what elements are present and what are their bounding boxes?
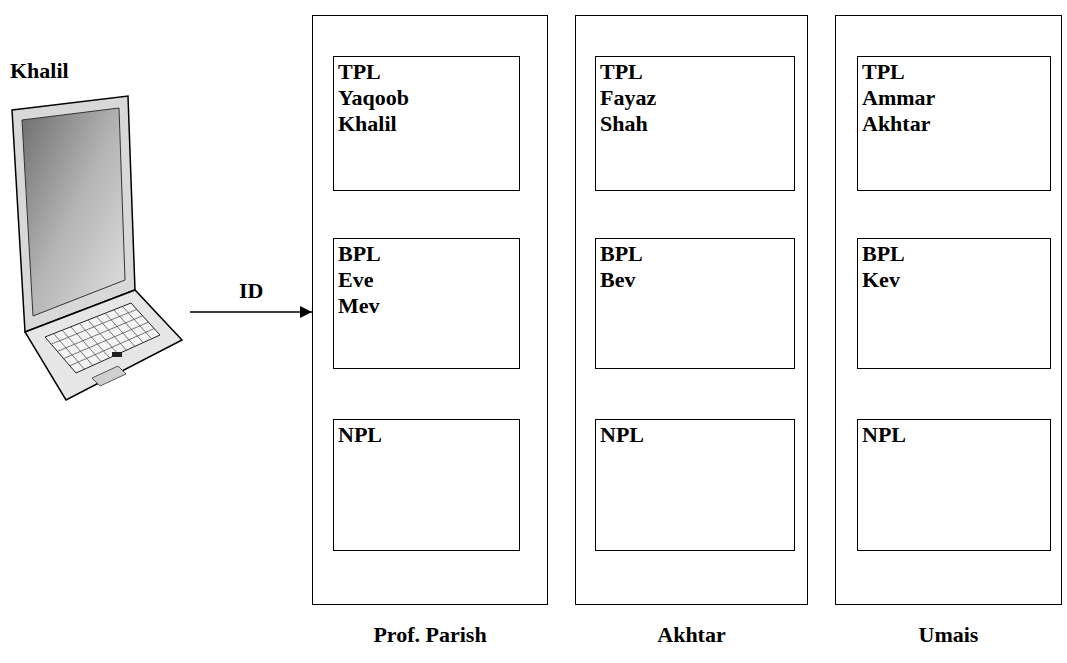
member-name: Eve — [338, 267, 515, 293]
member-name: Khalil — [338, 111, 515, 137]
list-heading: NPL — [338, 422, 515, 448]
member-name: Akhtar — [862, 111, 1046, 137]
column-caption: Umais — [816, 622, 1067, 648]
member-name: Ammar — [862, 85, 1046, 111]
list-box: BPLKev — [857, 238, 1051, 369]
list-heading: TPL — [600, 59, 790, 85]
list-heading: BPL — [600, 241, 790, 267]
list-heading: NPL — [600, 422, 790, 448]
member-name: Bev — [600, 267, 790, 293]
list-box: BPLEveMev — [333, 238, 520, 369]
list-box: NPL — [857, 419, 1051, 551]
list-box: NPL — [333, 419, 520, 551]
list-heading: BPL — [338, 241, 515, 267]
list-box: TPLAmmarAkhtar — [857, 56, 1051, 191]
person-column: UmaisTPLAmmarAkhtarBPLKevNPL — [835, 15, 1062, 605]
column-caption: Akhtar — [556, 622, 827, 648]
list-box: TPLFayazShah — [595, 56, 795, 191]
list-box: BPLBev — [595, 238, 795, 369]
person-column: AkhtarTPLFayazShahBPLBevNPL — [575, 15, 808, 605]
column-caption: Prof. Parish — [293, 622, 567, 648]
list-heading: TPL — [862, 59, 1046, 85]
list-heading: BPL — [862, 241, 1046, 267]
member-name: Yaqoob — [338, 85, 515, 111]
member-name: Fayaz — [600, 85, 790, 111]
laptop-node: Khalil — [5, 58, 190, 418]
member-name: Kev — [862, 267, 1046, 293]
user-name: Khalil — [5, 58, 190, 84]
member-name: Mev — [338, 293, 515, 319]
list-heading: NPL — [862, 422, 1046, 448]
list-heading: TPL — [338, 59, 515, 85]
list-box: NPL — [595, 419, 795, 551]
arrow-connector — [190, 311, 312, 313]
list-box: TPLYaqoobKhalil — [333, 56, 520, 191]
member-name: Shah — [600, 111, 790, 137]
person-column: Prof. ParishTPLYaqoobKhalilBPLEveMevNPL — [312, 15, 548, 605]
laptop-illustration — [5, 58, 190, 418]
edge-label: ID — [237, 278, 265, 304]
